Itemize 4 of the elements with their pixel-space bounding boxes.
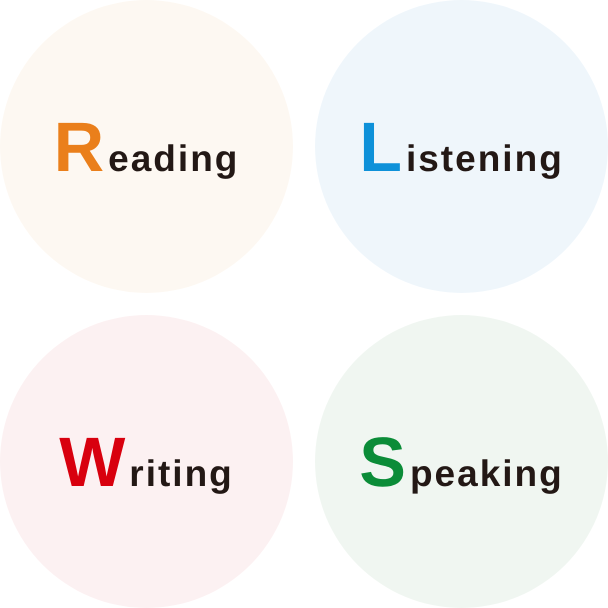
skill-label: Listening — [359, 112, 564, 182]
skill-label: Reading — [54, 112, 240, 182]
skill-label: Speaking — [359, 426, 564, 496]
skill-label: Writing — [59, 426, 234, 496]
